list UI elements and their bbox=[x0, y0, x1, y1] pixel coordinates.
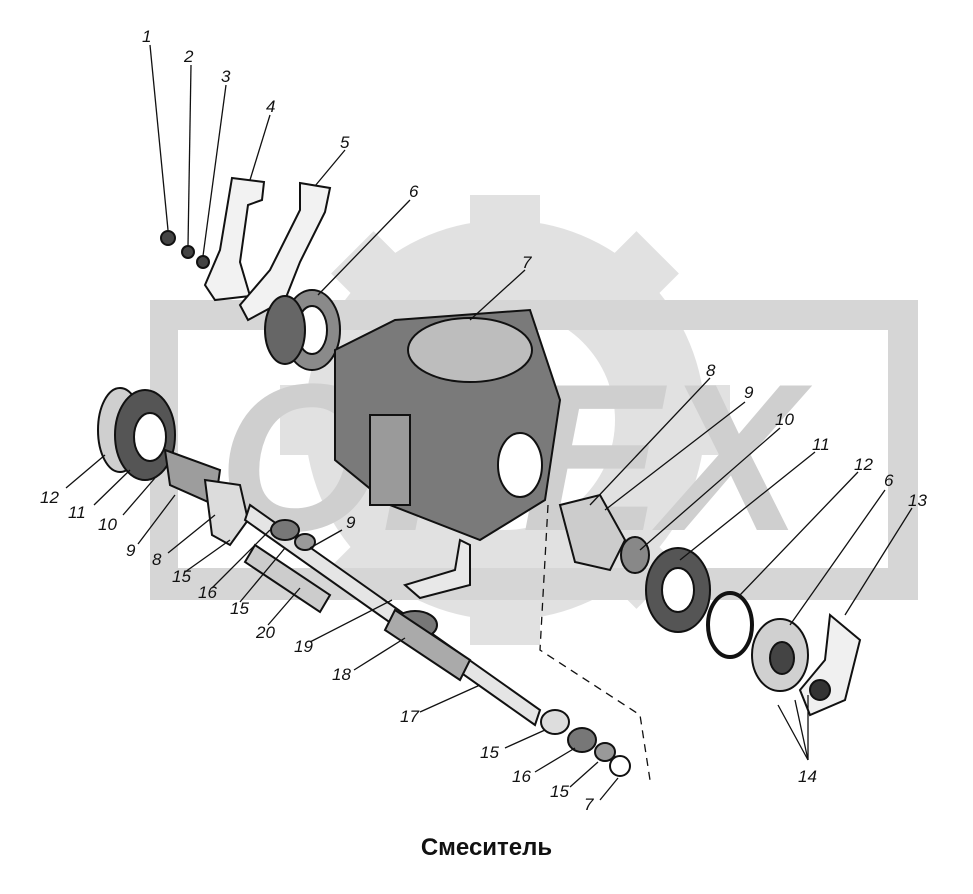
callout-9-shaft: 9 bbox=[346, 513, 356, 532]
part-spring-16b bbox=[567, 727, 597, 753]
left-bearing-group bbox=[97, 387, 250, 547]
part-housing-8 bbox=[203, 478, 250, 547]
watermark-frame bbox=[150, 300, 918, 600]
housing-side-port bbox=[497, 432, 543, 498]
part-gear-ring bbox=[264, 295, 306, 365]
callout-19: 19 bbox=[294, 637, 313, 656]
part-sleeve-15b bbox=[540, 709, 570, 735]
upper-lever-assembly bbox=[160, 176, 341, 371]
callout-13: 13 bbox=[908, 491, 927, 510]
part-nut-7 bbox=[609, 755, 631, 777]
callout-16-b: 16 bbox=[512, 767, 531, 786]
callout-2: 2 bbox=[183, 47, 194, 66]
callout-1: 1 bbox=[142, 27, 151, 46]
part-pin-20 bbox=[243, 543, 332, 614]
part-snap-ring-12 bbox=[706, 591, 754, 659]
part-washer-15b bbox=[594, 742, 616, 762]
callout-17: 17 bbox=[400, 707, 419, 726]
callout-6-right: 6 bbox=[884, 471, 894, 490]
part-lever-4 bbox=[203, 176, 266, 302]
callout-8-left: 8 bbox=[152, 550, 162, 569]
part-sleeve-9b bbox=[620, 536, 650, 574]
part-splines-19 bbox=[383, 608, 472, 682]
mixer-housing bbox=[334, 308, 562, 600]
part-washer bbox=[181, 245, 195, 259]
callout-labels: 1 2 3 4 5 6 7 8 9 10 11 12 6 13 12 11 10… bbox=[40, 27, 927, 814]
part-washer-15 bbox=[294, 533, 316, 551]
callout-11-right: 11 bbox=[812, 435, 830, 454]
callout-9-left: 9 bbox=[126, 541, 136, 560]
right-bearing-group bbox=[558, 493, 862, 717]
callout-4: 4 bbox=[266, 97, 275, 116]
callout-7-housing: 7 bbox=[522, 253, 532, 272]
callout-16-a: 16 bbox=[198, 583, 217, 602]
housing-boss bbox=[369, 414, 411, 506]
callout-15-c: 15 bbox=[480, 743, 499, 762]
callout-7-nut: 7 bbox=[584, 795, 594, 814]
callout-10-right: 10 bbox=[775, 410, 794, 429]
callout-15-a: 15 bbox=[172, 567, 191, 586]
callout-12-right: 12 bbox=[854, 455, 873, 474]
callout-9-right: 9 bbox=[744, 383, 754, 402]
callout-20: 20 bbox=[255, 623, 275, 642]
part-bolt bbox=[160, 230, 176, 246]
callout-10-left: 10 bbox=[98, 515, 117, 534]
callout-5: 5 bbox=[340, 133, 350, 152]
shaft-assembly bbox=[243, 503, 631, 777]
callout-12-left: 12 bbox=[40, 488, 59, 507]
leader-lines bbox=[65, 44, 913, 801]
part-housing-8b bbox=[558, 493, 627, 572]
callout-6-top: 6 bbox=[409, 182, 419, 201]
housing-bracket bbox=[402, 538, 471, 600]
callout-8-right: 8 bbox=[706, 361, 716, 380]
callout-14: 14 bbox=[798, 767, 817, 786]
callout-18: 18 bbox=[332, 665, 351, 684]
diagram-caption: Смеситель bbox=[420, 834, 553, 861]
part-lever-5 bbox=[238, 181, 332, 322]
housing-top-opening bbox=[407, 317, 533, 383]
part-spring-16 bbox=[270, 519, 300, 541]
callout-15-b: 15 bbox=[230, 599, 249, 618]
callout-15-d: 15 bbox=[550, 782, 569, 801]
part-nut bbox=[196, 255, 210, 269]
part-lever-13 bbox=[798, 613, 862, 717]
assembly-guide-dashed bbox=[539, 504, 651, 781]
callout-11-left: 11 bbox=[68, 503, 86, 522]
callout-3: 3 bbox=[221, 67, 231, 86]
